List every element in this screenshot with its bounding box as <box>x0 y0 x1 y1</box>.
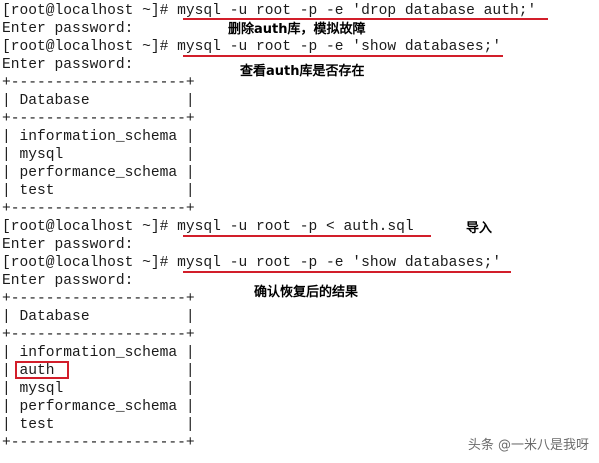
terminal-line: Enter password: <box>2 273 134 289</box>
terminal-line: Enter password: <box>2 237 134 253</box>
terminal-line: | performance_schema | <box>2 399 195 415</box>
terminal-line: Enter password: <box>2 21 134 37</box>
terminal-line: | Database | <box>2 93 195 109</box>
terminal-line: | auth | <box>2 363 195 379</box>
terminal-line: +--------------------+ <box>2 327 195 343</box>
terminal-line: +--------------------+ <box>2 291 195 307</box>
terminal-line: +--------------------+ <box>2 435 195 451</box>
confirm-annotation: 确认恢复后的结果 <box>254 285 359 300</box>
command-underline <box>183 271 511 273</box>
terminal-line: Enter password: <box>2 57 134 73</box>
terminal-line: | test | <box>2 417 195 433</box>
auth-highlight-box <box>15 361 69 379</box>
terminal-line: [root@localhost ~]# mysql -u root -p -e … <box>2 39 502 55</box>
watermark: 头条 @一米八是我呀 <box>467 438 589 453</box>
terminal-line: | mysql | <box>2 147 195 163</box>
terminal-line: +--------------------+ <box>2 201 195 217</box>
import-annotation: 导入 <box>466 221 493 236</box>
command-underline <box>183 235 431 237</box>
terminal-line: [root@localhost ~]# mysql -u root -p < a… <box>2 219 414 235</box>
terminal-line: | information_schema | <box>2 345 195 361</box>
terminal-line: | Database | <box>2 309 195 325</box>
terminal-line: | test | <box>2 183 195 199</box>
terminal-line: [root@localhost ~]# mysql -u root -p -e … <box>2 255 502 271</box>
check-annotation: 查看auth库是否存在 <box>240 64 365 79</box>
command-underline <box>183 55 503 57</box>
terminal-line: [root@localhost ~]# mysql -u root -p -e … <box>2 3 537 19</box>
terminal-line: | performance_schema | <box>2 165 195 181</box>
terminal-line: +--------------------+ <box>2 111 195 127</box>
terminal-line: | mysql | <box>2 381 195 397</box>
terminal-line: +--------------------+ <box>2 75 195 91</box>
drop-annotation: 删除auth库，模拟故障 <box>228 22 366 37</box>
command-underline <box>183 18 548 20</box>
terminal-line: | information_schema | <box>2 129 195 145</box>
